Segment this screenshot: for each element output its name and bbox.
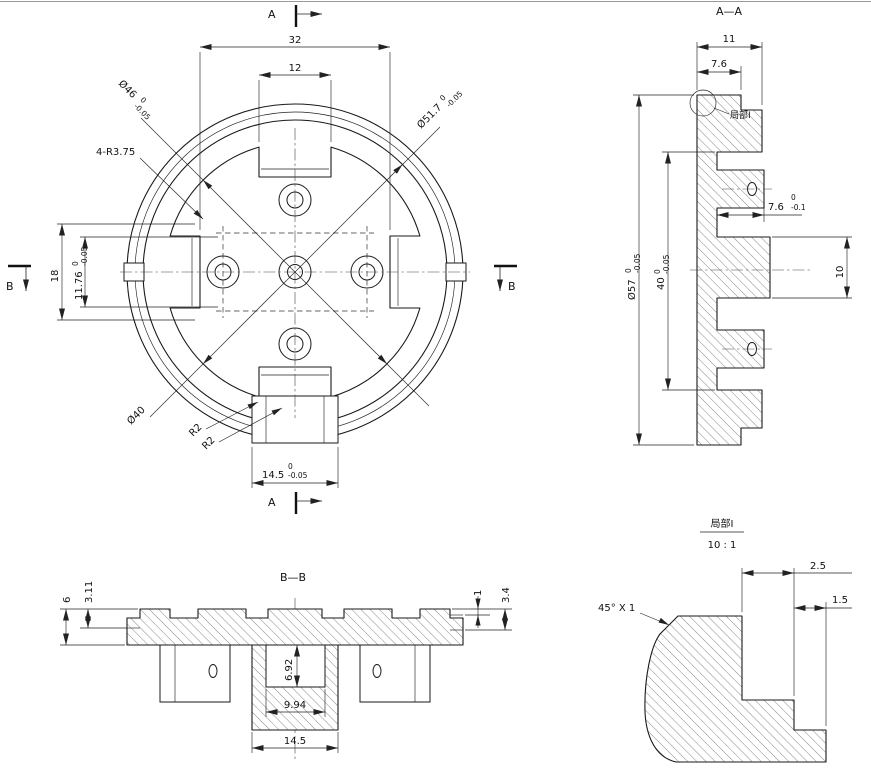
dim-dia-57: Ø57 0 -0.05 — [624, 94, 694, 446]
front-view: 32 12 18 11.76 0 -0.05 — [6, 5, 517, 514]
dia-40-label: Ø40 — [125, 404, 148, 427]
dim-6: 6 — [60, 597, 138, 646]
dim-7-6-right-label: 7.6 — [768, 202, 784, 213]
dim-3-11: 3.11 — [80, 581, 127, 629]
dim-18-label: 18 — [50, 270, 61, 283]
dim-1-label: 1 — [473, 590, 484, 596]
section-b-right-label: B — [508, 280, 516, 293]
bb-plate-profile — [126, 608, 464, 646]
dim-40-lower-tol: -0.05 — [662, 254, 671, 274]
label-dia-46: Ø46 0 -0.05 — [116, 78, 153, 122]
bb-left-leg — [159, 644, 231, 703]
r2-label-b: R2 — [200, 435, 217, 452]
dim-11-76: 11.76 0 -0.05 — [71, 236, 218, 308]
label-corner-radius: 4-R3.75 — [96, 147, 205, 221]
bb-center-boss — [251, 644, 339, 731]
dim-2-5-label: 2.5 — [810, 561, 826, 572]
dim-7-6-top: 7.6 — [697, 59, 742, 90]
front-bottom-tab — [251, 395, 339, 444]
dim-7-6-top-label: 7.6 — [711, 59, 727, 70]
dim-40: 40 0 -0.05 — [653, 151, 715, 391]
dia-51-7-upper-tol: 0 — [438, 93, 448, 103]
r2-label-a: R2 — [187, 422, 204, 439]
dim-7-6-right-lower-tol: -0.1 — [791, 203, 806, 212]
dim-6-92-label: 6.92 — [284, 659, 295, 681]
dim-10-label: 10 — [835, 266, 846, 279]
dim-40-upper-tol: 0 — [653, 269, 662, 274]
dim-12: 12 — [258, 63, 332, 142]
section-bb-title: B—B — [280, 571, 306, 584]
dim-40-label: 40 — [656, 277, 667, 290]
section-b-left-label: B — [6, 280, 14, 293]
section-marker-a-bottom: A — [268, 492, 322, 514]
dim-1-5-label: 1.5 — [832, 595, 848, 606]
section-a-top-label: A — [268, 8, 276, 21]
section-marker-b-right: B — [494, 264, 517, 293]
dim-9-94-label: 9.94 — [284, 700, 306, 711]
dia-46-upper-tol: 0 — [139, 95, 149, 105]
detail-profile — [644, 615, 827, 763]
dim-6-92: 6.92 — [284, 645, 300, 687]
detail-title: 局部I — [711, 517, 734, 530]
detail-view: 局部I 10 : 1 2.5 1.5 45° X 1 — [598, 517, 852, 763]
dim-14-5-upper-tol: 0 — [288, 462, 293, 471]
dim-1-5: 1.5 — [794, 595, 852, 726]
dim-7-6-right-upper-tol: 0 — [791, 193, 796, 202]
corner-radius-label: 4-R3.75 — [96, 147, 135, 158]
dim-3-4: 3.4 — [465, 587, 512, 631]
dim-9-94: 9.94 — [265, 689, 326, 717]
dia-57-lower-tol: -0.05 — [633, 253, 642, 273]
label-chamfer: 45° X 1 — [598, 603, 671, 628]
dia-46-label: Ø46 — [116, 78, 139, 101]
label-dia-40: Ø40 — [125, 404, 148, 427]
front-holes — [206, 183, 384, 361]
aa-detail-callout: 局部I — [689, 89, 751, 121]
dim-14-5-bb: 14.5 — [251, 732, 339, 753]
dia-51-7-lower-tol: -0.05 — [444, 89, 464, 109]
dim-3-4-label: 3.4 — [501, 587, 512, 603]
dim-32: 32 — [199, 35, 391, 230]
section-a-bottom-label: A — [268, 496, 276, 509]
dim-11-76-label: 11.76 — [74, 271, 85, 300]
dim-14-5-front: 14.5 0 -0.05 — [251, 447, 339, 488]
dim-11-label: 11 — [723, 34, 736, 45]
dia-51-7-label: Ø51.7 — [415, 101, 445, 131]
dim-2-5: 2.5 — [741, 561, 852, 696]
section-bb-view: B—B 6 3.11 — [60, 571, 512, 760]
front-diameter-leaders — [140, 117, 441, 418]
dim-3-11-label: 3.11 — [84, 581, 95, 603]
dim-11-76-lower-tol: -0.05 — [80, 246, 89, 266]
dia-57-upper-tol: 0 — [624, 268, 633, 273]
dim-12-label: 12 — [289, 63, 302, 74]
section-aa-view: A—A 局部I 11 7.6 — [624, 5, 852, 446]
bb-right-leg — [359, 644, 431, 703]
dim-11-76-upper-tol: 0 — [71, 261, 80, 266]
aa-centerlines — [690, 188, 810, 350]
detail-scale: 10 : 1 — [708, 540, 737, 551]
section-marker-a-top: A — [268, 5, 322, 27]
dim-7-6-right: 7.6 0 -0.1 — [717, 193, 806, 222]
dim-14-5-front-label: 14.5 — [262, 470, 284, 481]
label-dia-51-7: Ø51.7 0 -0.05 — [415, 89, 465, 131]
section-aa-title: A—A — [716, 5, 743, 18]
dim-32-label: 32 — [289, 35, 302, 46]
dim-14-5-bb-label: 14.5 — [284, 736, 306, 747]
dim-10: 10 — [772, 236, 852, 299]
aa-detail-callout-label: 局部I — [730, 109, 751, 121]
dim-14-5-lower-tol: -0.05 — [288, 471, 308, 480]
dim-18: 18 — [50, 223, 195, 321]
chamfer-label: 45° X 1 — [598, 603, 635, 614]
dim-11: 11 — [696, 34, 763, 105]
section-marker-b-left: B — [6, 264, 31, 293]
dim-6-label: 6 — [62, 597, 73, 603]
dia-57-label: Ø57 — [626, 279, 638, 300]
